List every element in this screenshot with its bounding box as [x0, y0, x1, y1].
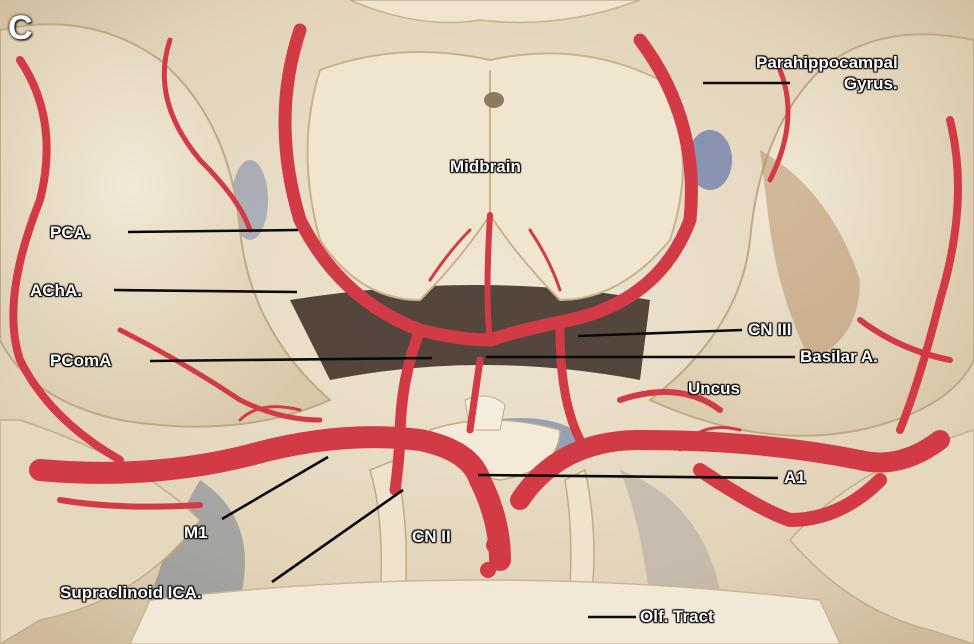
leader-lines	[113, 81, 795, 619]
label-pcoma: PComA	[50, 351, 112, 370]
label-basilar-artery: Basilar A.	[800, 347, 878, 366]
leader-pca	[127, 228, 299, 234]
arteries	[9, 23, 962, 578]
label-uncus: Uncus	[688, 379, 740, 398]
leader-supraclinoid	[271, 488, 404, 584]
leader-a1	[477, 473, 779, 480]
temporal-lobes	[0, 23, 974, 644]
label-a1: A1	[784, 468, 806, 487]
leader-pcoma	[149, 356, 433, 363]
label-pca: PCA.	[50, 223, 91, 242]
label-cn-iii: CN III	[748, 320, 792, 339]
panel-letter: C	[8, 9, 33, 47]
midbrain-shape	[306, 0, 684, 302]
leader-cn3	[577, 328, 743, 338]
label-cn-ii: CN II	[412, 527, 451, 546]
label-m1: M1	[184, 523, 208, 542]
leader-m1	[221, 455, 329, 521]
label-acha: AChA.	[30, 281, 82, 300]
leader-acha	[113, 288, 298, 294]
label-supraclinoid-ica: Supraclinoid ICA.	[60, 583, 202, 602]
label-midbrain: Midbrain	[450, 157, 521, 176]
label-parahippocampal-gyrus: Parahippocampal Gyrus.	[756, 53, 898, 93]
label-olfactory-tract: Olf. Tract	[640, 607, 714, 626]
